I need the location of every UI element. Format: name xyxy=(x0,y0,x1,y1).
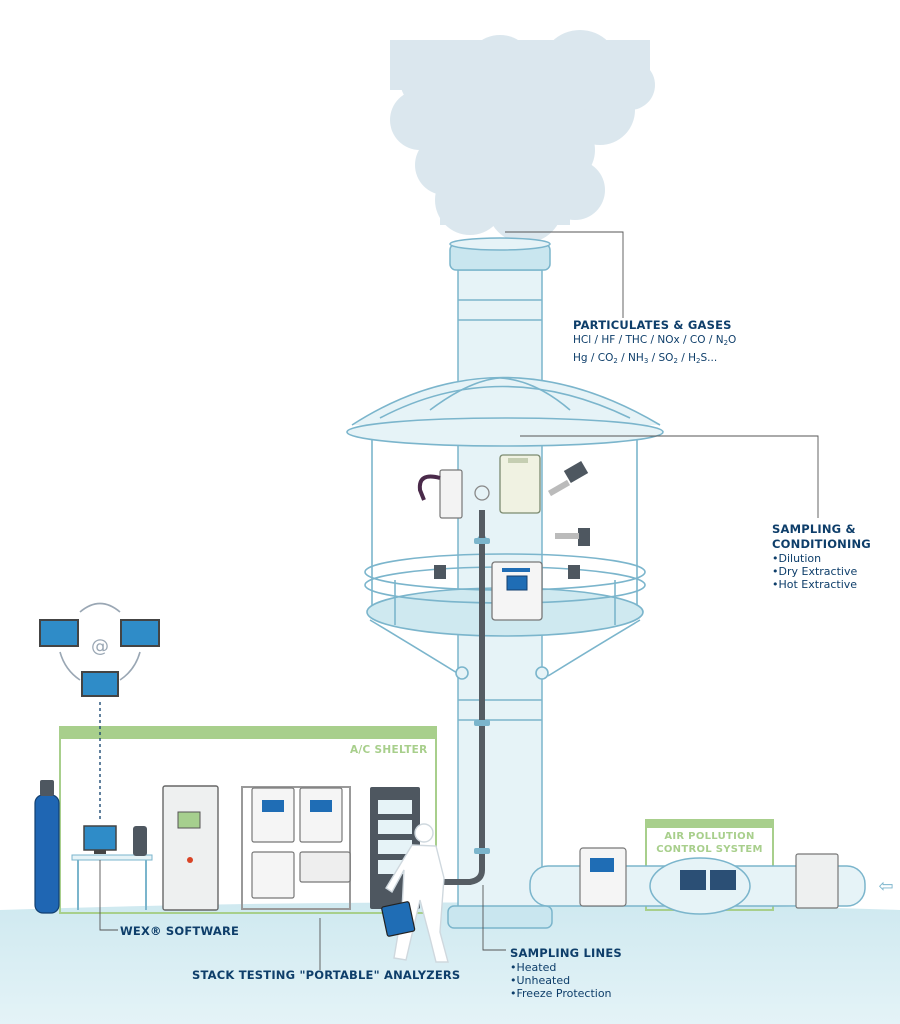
smoke-cloud xyxy=(390,30,655,243)
sampling-line xyxy=(430,510,485,885)
ground xyxy=(0,902,900,1024)
network-monitors xyxy=(39,602,160,697)
list-item-text: Hot Extractive xyxy=(778,578,858,591)
list-item: Freeze Protection xyxy=(510,987,622,1000)
platform xyxy=(346,376,664,680)
apcs-label-line-2: CONTROL SYSTEM xyxy=(656,844,763,855)
sampling-conditioning-title-1: SAMPLING & xyxy=(772,522,856,536)
apcs xyxy=(529,819,866,915)
sampling-conditioning-list: Dilution Dry Extractive Hot Extractive xyxy=(772,552,871,591)
list-item: Dilution xyxy=(772,552,871,565)
list-item-text: Heated xyxy=(516,961,557,974)
leader-lines xyxy=(99,231,819,970)
gas-cylinder-icon xyxy=(34,780,60,914)
sampling-conditioning-title-2: CONDITIONING xyxy=(772,537,871,551)
sampling-conditioning-label: SAMPLING & CONDITIONING Dilution Dry Ext… xyxy=(772,522,871,591)
list-item-text: Dilution xyxy=(778,552,822,565)
particulates-line-2: Hg / CO2 / NH3 / SO2 / H2S... xyxy=(573,352,718,365)
list-item: Hot Extractive xyxy=(772,578,871,591)
sampling-lines-list: Heated Unheated Freeze Protection xyxy=(510,961,622,1000)
cable-clamps xyxy=(474,538,490,854)
portable-analyzer-case xyxy=(381,901,416,937)
sampling-lines-label: SAMPLING LINES Heated Unheated Freeze Pr… xyxy=(510,946,622,1000)
platform-analyzers xyxy=(417,454,590,621)
list-item: Dry Extractive xyxy=(772,565,871,578)
sampling-lines-title: SAMPLING LINES xyxy=(510,946,622,960)
network-at-icon: @ xyxy=(91,636,109,657)
list-item-text: Dry Extractive xyxy=(778,565,858,578)
list-item-text: Freeze Protection xyxy=(516,987,612,1000)
flow-arrow-icon: ⇦ xyxy=(878,876,893,897)
list-item: Unheated xyxy=(510,974,622,987)
list-item: Heated xyxy=(510,961,622,974)
wex-software-label: WEX® SOFTWARE xyxy=(120,924,240,938)
stack-testing-label: STACK TESTING "PORTABLE" ANALYZERS xyxy=(192,968,461,982)
shelter-label: A/C SHELTER xyxy=(350,744,428,756)
apcs-label-line-1: AIR POLLUTION xyxy=(664,831,755,842)
particulates-title: PARTICULATES & GASES xyxy=(573,318,732,332)
apcs-label: AIR POLLUTION CONTROL SYSTEM xyxy=(652,830,767,856)
ac-shelter xyxy=(59,726,437,914)
list-item-text: Unheated xyxy=(516,974,571,987)
particulates-label: PARTICULATES & GASES HCl / HF / THC / NO… xyxy=(573,318,736,369)
particulates-line-1: HCl / HF / THC / NOx / CO / N2O xyxy=(573,334,737,347)
